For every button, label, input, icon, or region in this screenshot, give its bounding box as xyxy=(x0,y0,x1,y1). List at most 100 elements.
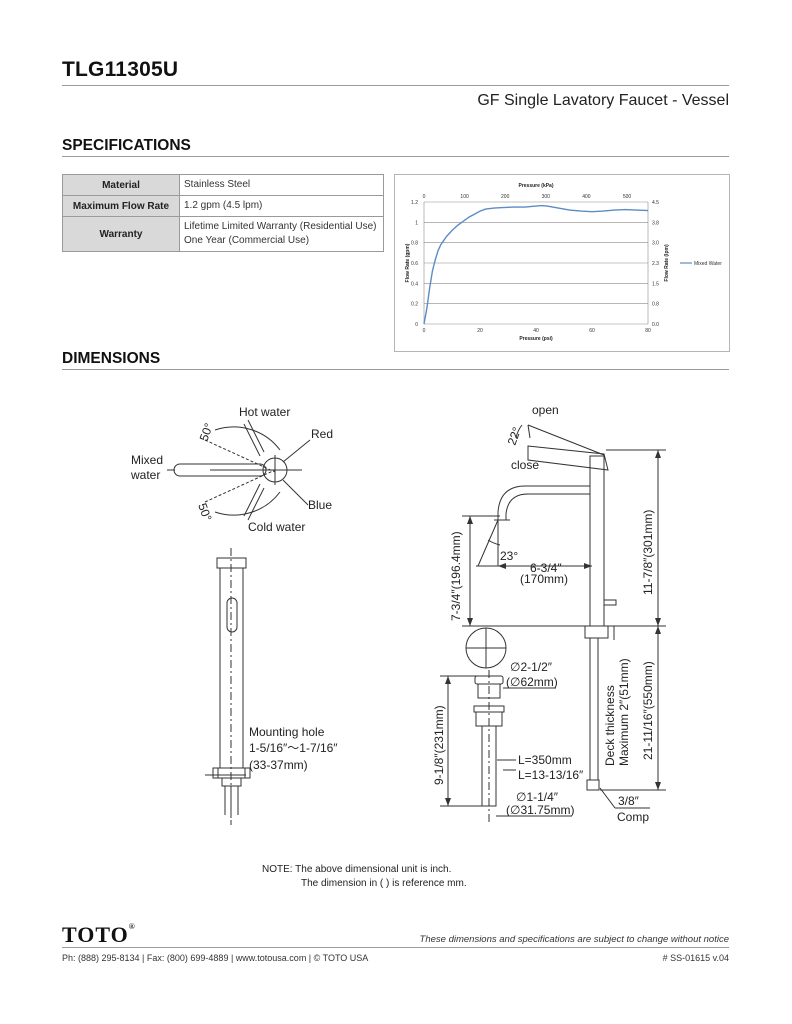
tail-dia-mm-label: (∅31.75mm) xyxy=(506,803,574,817)
chart-y-tick-label: 0.2 xyxy=(411,302,418,308)
red-label: Red xyxy=(311,427,333,441)
chart-y-tick-label: 0.8 xyxy=(411,241,418,247)
supply-length-label: 21-11/16″(550mm) xyxy=(641,661,655,760)
spec-value: Lifetime Limited Warranty (Residential U… xyxy=(179,216,384,252)
arrow-head xyxy=(584,563,592,569)
lever-open-line xyxy=(527,424,605,456)
hot-lever-position-2 xyxy=(247,419,265,453)
drain-dia-mm-label: (∅62mm) xyxy=(506,675,558,689)
chart-top-tick-label: 400 xyxy=(582,194,591,200)
chart-top-tick-label: 500 xyxy=(623,194,632,200)
arrow-head xyxy=(467,618,473,626)
reach-mm-label: (170mm) xyxy=(520,572,568,586)
handle-top-view xyxy=(167,419,311,521)
chart-top-tick-label: 200 xyxy=(501,194,510,200)
chart-x-tick-label: 20 xyxy=(477,328,483,334)
spec-label: Warranty xyxy=(62,216,180,252)
chart-y-axis-label: Flow Rate (gpm) xyxy=(405,243,411,282)
lever-angle-label: 22° xyxy=(505,425,524,447)
mounting-hole-size: 1-5/16″～1-7/16″ xyxy=(249,741,338,755)
dimension-arrows xyxy=(445,450,661,806)
spec-label: Material xyxy=(62,174,180,196)
spout-angle-line xyxy=(477,519,499,567)
chart-x-axis-label: Pressure (psi) xyxy=(519,336,553,342)
chart-top-tick-label: 100 xyxy=(460,194,469,200)
tail-dia-in-label: ∅1-1/4″ xyxy=(516,790,559,804)
chart-y2-tick-label: 3.0 xyxy=(652,241,659,247)
comp-size-label: 3/8″ xyxy=(618,794,640,808)
table-row: Warranty Lifetime Limited Warranty (Resi… xyxy=(62,216,384,252)
arrow-head xyxy=(445,676,451,684)
cold-lever-position-2 xyxy=(247,487,265,521)
blue-label: Blue xyxy=(308,498,332,512)
mounting-hole-label: Mounting hole xyxy=(249,725,325,739)
comp-fitting xyxy=(586,779,600,791)
drain-height-label: 9-1/8″(231mm) xyxy=(432,705,446,785)
logo-text: TOTO xyxy=(62,922,129,947)
spout-angle-label: 23° xyxy=(500,549,518,563)
specifications-table: Material Stainless Steel Maximum Flow Ra… xyxy=(62,174,384,252)
header-divider xyxy=(62,85,729,86)
side-base xyxy=(584,625,609,639)
side-pin xyxy=(603,599,617,606)
faucet-side-view xyxy=(440,424,666,822)
red-leader xyxy=(282,439,311,463)
chart-y2-tick-label: 0.0 xyxy=(652,322,659,328)
disclaimer: These dimensions and specifications are … xyxy=(419,934,729,945)
deck-thickness-max-label: Maximum 2″(51mm) xyxy=(617,658,631,766)
toto-logo: TOTO® xyxy=(62,922,136,948)
arrow-head xyxy=(655,626,661,634)
spout-inner xyxy=(505,493,590,520)
arrow-head xyxy=(655,618,661,626)
specifications-heading: SPECIFICATIONS xyxy=(62,137,191,154)
close-label: close xyxy=(511,458,539,472)
hot-water-label: Hot water xyxy=(239,405,290,419)
angle-arc-bottom xyxy=(214,491,281,516)
hot-lever-position xyxy=(243,423,261,457)
model-number: TLG11305U xyxy=(62,58,179,81)
mounting-hole-mm: (33-37mm) xyxy=(249,758,308,772)
comp-label: Comp xyxy=(617,810,649,824)
blue-leader xyxy=(282,479,309,506)
spout-angle-arc xyxy=(487,539,501,546)
deck-thickness-label: Deck thickness xyxy=(603,685,617,766)
chart-top-tick-label: 300 xyxy=(542,194,551,200)
chart-series-line xyxy=(423,204,649,325)
arrow-head xyxy=(445,798,451,806)
comp-leader xyxy=(599,787,616,809)
chart-y2-tick-label: 1.5 xyxy=(652,281,659,287)
arrow-head xyxy=(498,563,506,569)
contact-info: Ph: (888) 295-8134 | Fax: (800) 699-4889… xyxy=(62,953,369,963)
note-line-1: NOTE: The above dimensional unit is inch… xyxy=(262,864,452,875)
side-body xyxy=(589,455,605,627)
document-number: # SS-01615 v.04 xyxy=(662,953,729,963)
chart-x-tick-label: 80 xyxy=(645,328,651,334)
total-height-label: 11-7/8″(301mm) xyxy=(641,510,655,595)
cold-lever-position xyxy=(243,483,261,517)
product-name: GF Single Lavatory Faucet - Vessel xyxy=(477,92,729,109)
mixed-water-label: Mixed xyxy=(131,453,163,467)
l-in-label: L=13-13/16″ xyxy=(518,768,584,782)
dimensions-heading: DIMENSIONS xyxy=(62,350,161,367)
spout-outer xyxy=(497,485,590,520)
lever-angle-arc xyxy=(515,424,523,439)
cold-position-line xyxy=(204,469,276,503)
drain-dia-in-label: ∅2-1/2″ xyxy=(510,660,553,674)
chart-y-tick-label: 0.4 xyxy=(411,281,418,287)
arrow-head xyxy=(467,516,473,524)
note-line-2: The dimension in ( ) is reference mm. xyxy=(301,878,467,889)
chart-legend-label: Mixed Water xyxy=(694,261,722,267)
angle-bottom-label: 50° xyxy=(195,501,214,523)
chart-x-tick-label: 60 xyxy=(589,328,595,334)
hot-position-line xyxy=(204,439,276,473)
angle-arc-top xyxy=(214,426,281,451)
angle-top-label: 50° xyxy=(197,421,216,443)
chart-y-tick-label: 1 xyxy=(415,220,418,226)
chart-y2-tick-label: 0.8 xyxy=(652,302,659,308)
chart-y-tick-label: 0.6 xyxy=(411,261,418,267)
spec-value-line: Lifetime Limited Warranty (Residential U… xyxy=(184,221,377,232)
chart-y2-tick-label: 2.3 xyxy=(652,261,659,267)
spec-value-line: One Year (Commercial Use) xyxy=(184,235,310,246)
